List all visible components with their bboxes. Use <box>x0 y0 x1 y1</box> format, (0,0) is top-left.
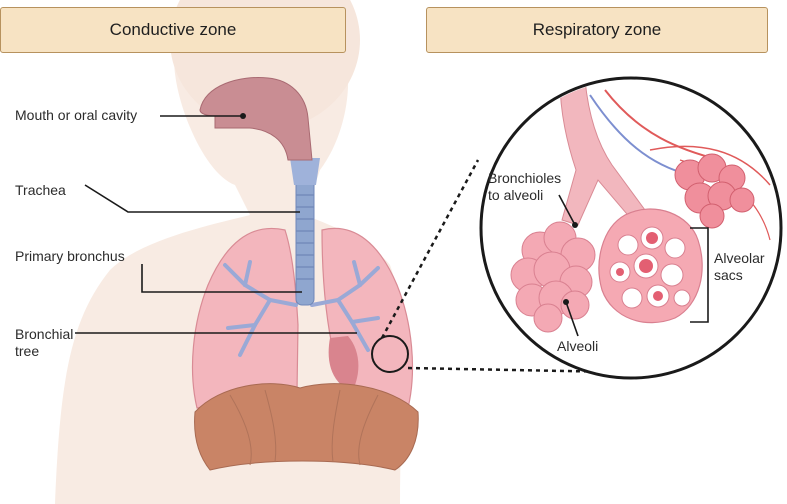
mouth-label: Mouth or oral cavity <box>15 107 138 123</box>
zoom-origin-circle <box>371 335 409 373</box>
inset-leader-lines <box>558 194 709 337</box>
primary-bronchus-label: Primary bronchus <box>15 248 125 264</box>
alveoli-pointer-dot <box>563 299 569 305</box>
heart <box>328 336 359 392</box>
conductive-zone-title: Conductive zone <box>109 20 237 39</box>
conductive-zone-header: Conductive zone <box>0 7 346 53</box>
respiratory-zone-title: Respiratory zone <box>532 20 662 39</box>
alveoli-label: Alveoli <box>557 338 599 354</box>
alveolar-sacs-bracket <box>690 227 709 323</box>
bronchial-tree-label: Bronchial tree <box>15 326 74 359</box>
alveolar-sacs-label: Alveolar sacs <box>714 250 765 283</box>
bronchial-tree <box>223 260 380 357</box>
bronchioles-label: Bronchioles to alveoli <box>488 170 562 203</box>
diaphragm <box>194 383 419 471</box>
respiratory-zone-header: Respiratory zone <box>426 7 768 53</box>
mouth-pointer-dot <box>240 113 246 119</box>
trachea-label: Trachea <box>15 182 66 198</box>
inset-content <box>510 80 771 333</box>
trachea-shape <box>290 158 320 306</box>
diaphragm-fibers <box>229 389 379 466</box>
bronchiole-pointer-dot <box>572 222 578 228</box>
leader-lines <box>75 115 357 334</box>
zoom-connector-lines <box>380 159 619 374</box>
alveoli-cluster <box>510 221 596 333</box>
